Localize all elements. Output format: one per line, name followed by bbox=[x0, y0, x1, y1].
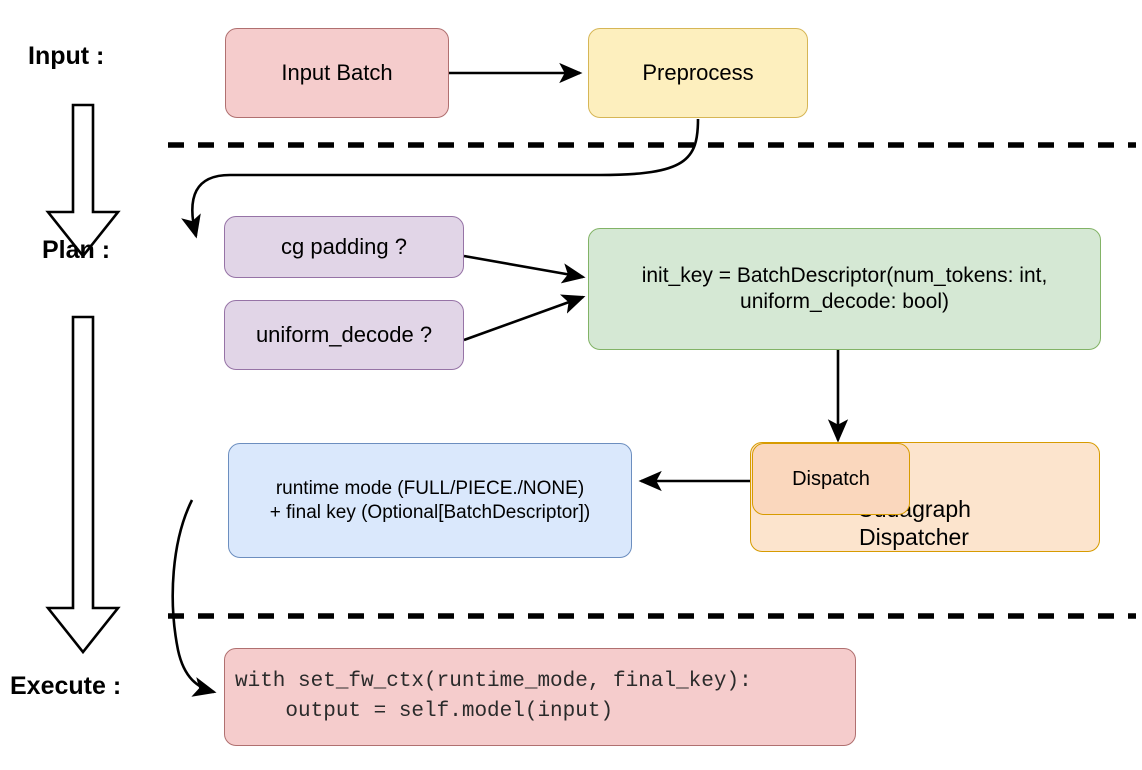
node-init-key-line1: init_key = BatchDescriptor(num_tokens: i… bbox=[641, 264, 1048, 288]
node-input-batch[interactable]: Input Batch bbox=[225, 28, 449, 118]
edge-runtime-mode-to-execute bbox=[171, 499, 217, 697]
node-preprocess-label: Preprocess bbox=[642, 59, 754, 85]
node-preprocess[interactable]: Preprocess bbox=[588, 28, 808, 118]
stage-label-execute: Execute : bbox=[10, 672, 122, 700]
node-execute-code-line2: output = self.model(input) bbox=[235, 700, 614, 723]
plan-to-execute-flow-arrow bbox=[45, 315, 121, 655]
edge-cg-padding-to-init-key bbox=[463, 254, 586, 284]
node-cg-padding[interactable]: cg padding ? bbox=[224, 216, 464, 278]
node-runtime-mode-line2: + final key (Optional[BatchDescriptor]) bbox=[269, 501, 591, 523]
node-runtime-mode[interactable]: runtime mode (FULL/PIECE./NONE) + final … bbox=[228, 443, 632, 558]
node-cudagraph-dispatcher-line2: Dispatcher bbox=[859, 523, 969, 550]
node-execute-code-line1: with set_fw_ctx(runtime_mode, final_key)… bbox=[235, 669, 752, 693]
node-uniform-decode[interactable]: uniform_decode ? bbox=[224, 300, 464, 370]
node-runtime-mode-line1: runtime mode (FULL/PIECE./NONE) bbox=[275, 478, 585, 500]
input-to-plan-flow-arrow bbox=[45, 103, 121, 259]
stage-label-input: Input : bbox=[28, 42, 105, 70]
stage-label-plan: Plan : bbox=[42, 236, 111, 264]
node-execute-code[interactable]: with set_fw_ctx(runtime_mode, final_key)… bbox=[224, 648, 856, 746]
edge-uniform-decode-to-init-key bbox=[463, 294, 586, 342]
node-dispatch[interactable]: Dispatch bbox=[752, 443, 910, 515]
node-input-batch-label: Input Batch bbox=[281, 59, 393, 85]
node-dispatch-label: Dispatch bbox=[792, 467, 870, 490]
node-cg-padding-label: cg padding ? bbox=[281, 233, 407, 259]
node-uniform-decode-label: uniform_decode ? bbox=[255, 321, 433, 347]
node-init-key-line2: uniform_decode: bool) bbox=[740, 290, 949, 313]
node-init-key[interactable]: init_key = BatchDescriptor(num_tokens: i… bbox=[588, 228, 1101, 350]
